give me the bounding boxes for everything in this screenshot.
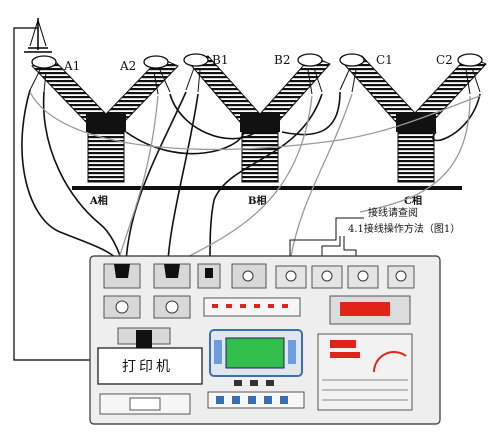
note-line-2: 4.1接线操作方法（图1） — [348, 222, 460, 235]
terminal-label-c1: C1 — [376, 53, 393, 67]
terminal-label-b2: B2 — [274, 53, 290, 67]
phase-label-b: B相 — [248, 194, 266, 207]
printer-box — [97, 347, 203, 385]
breaker-c — [339, 53, 487, 183]
terminal-label-a2: A2 — [119, 59, 136, 73]
ground-rod-icon — [24, 18, 52, 53]
terminal-label-a1: A1 — [63, 59, 80, 73]
clip-leads — [29, 67, 481, 95]
instrument-panel — [89, 255, 441, 425]
ground-bar — [72, 186, 462, 190]
phase-label-a: A相 — [89, 194, 108, 207]
breaker-a — [31, 55, 179, 183]
ground-wire — [13, 27, 100, 361]
phase-label-c: C相 — [404, 194, 422, 207]
grey-test-leads — [29, 91, 481, 263]
note-line-1: 接线请查阅 — [368, 206, 418, 219]
printer-label: 打印机 — [122, 358, 173, 375]
terminal-label-c2: C2 — [436, 53, 453, 67]
test-leads — [21, 89, 481, 263]
breaker-b — [183, 53, 331, 183]
terminal-label-b1: B1 — [212, 53, 228, 67]
